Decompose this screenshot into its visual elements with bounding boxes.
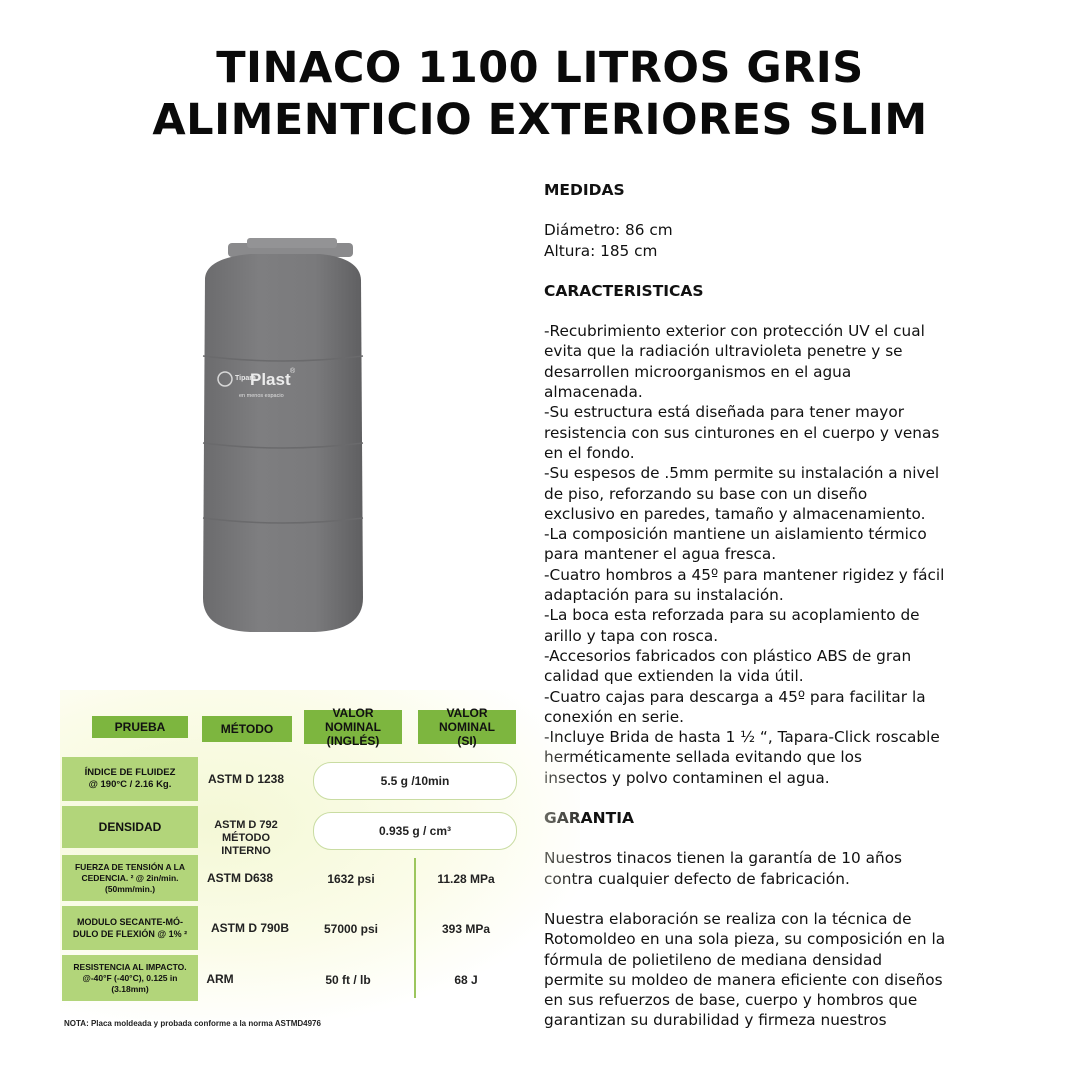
caracteristicas-line: evita que la radiación ultravioleta pene… — [544, 342, 903, 361]
altura-text: Altura: 185 cm — [544, 241, 658, 260]
title-line-1: TINACO 1100 LITROS GRIS — [216, 43, 864, 93]
row-label-fuerza-tension: FUERZA DE TENSIÓN A LA CEDENCIA. ² @ 2in… — [62, 855, 198, 901]
caracteristicas-line: resistencia con sus cinturones en el cue… — [544, 423, 940, 442]
row-value-en: 1632 psi — [327, 872, 375, 886]
caracteristicas-line: para mantener el agua fresca. — [544, 545, 777, 564]
row-label-line: MODULO SECANTE-MÓ- — [77, 917, 183, 927]
caracteristicas-line: de piso, reforzando su base con un diseñ… — [544, 484, 868, 503]
row-label-indice-fluidez: ÍNDICE DE FLUIDEZ @ 190°C / 2.16 Kg. — [62, 757, 198, 801]
garantia-line: Rotomoldeo en una sola pieza, su composi… — [544, 930, 946, 949]
row-label-line: ÍNDICE DE FLUIDEZ — [84, 767, 176, 778]
row-value-si: 393 MPa — [441, 922, 491, 936]
garantia-line: permite su moldeo de manera eficiente co… — [544, 970, 943, 989]
row-label-line: (3.18mm) — [111, 983, 149, 994]
header-ingles-line2: (INGLÉS) — [326, 734, 380, 748]
row-label-line: @ 190°C / 2.16 Kg. — [88, 779, 172, 790]
row-value-si: 11.28 MPa — [437, 872, 495, 886]
header-ingles-line1: VALOR NOMINAL — [325, 706, 381, 734]
caracteristicas-line: arillo y tapa con rosca. — [544, 626, 719, 645]
caracteristicas-line: -Cuatro cajas para descarga a 45º para f… — [544, 687, 926, 706]
header-si-line1: VALOR NOMINAL — [439, 706, 495, 734]
row-label-modulo-secante: MODULO SECANTE-MÓ- DULO DE FLEXIÓN @ 1% … — [62, 906, 198, 950]
row-label-line: DENSIDAD — [98, 820, 162, 834]
caracteristicas-line: en el fondo. — [544, 443, 635, 462]
tank-image: Tipara Plast ® en menos espacio — [202, 238, 364, 632]
header-prueba: PRUEBA — [92, 716, 188, 738]
row-label-line: @-40°F (-40°C), 0.125 in — [82, 972, 178, 983]
row-value-merged: 0.935 g / cm³ — [313, 812, 517, 850]
page-title: TINACO 1100 LITROS GRIS ALIMENTICIO EXTE… — [0, 42, 1080, 146]
garantia-line: en sus refuerzos de base, cuerpo y hombr… — [544, 991, 918, 1010]
row-method-line: ASTM D 792 — [214, 819, 278, 831]
garantia-line: Nuestros tinacos tienen la garantía de 1… — [544, 849, 903, 868]
logo-tagline: en menos espacio — [239, 393, 284, 399]
caracteristicas-line: -Su estructura está diseñada para tener … — [544, 403, 904, 422]
row-label-line: RESISTENCIA AL IMPACTO. — [73, 961, 187, 972]
caracteristicas-line: desarrollen microorganismos en el agua — [544, 362, 852, 381]
row-value-si: 68 J — [454, 973, 478, 987]
caracteristicas-line: -Su espesos de .5mm permite su instalaci… — [544, 464, 940, 483]
garantia-line: fórmula de polietileno de mediana densid… — [544, 950, 883, 969]
row-method: ASTM D 790B — [202, 922, 298, 935]
row-value-merged: 5.5 g /10min — [313, 762, 517, 800]
caracteristicas-line: -Incluye Brida de hasta 1 ½ “, Tapara-Cl… — [544, 728, 940, 747]
caracteristicas-heading: CARACTERISTICAS — [544, 281, 704, 300]
caracteristicas-line: -La boca esta reforzada para su acoplami… — [544, 606, 920, 625]
caracteristicas-list: -Recubrimiento exterior con protección U… — [544, 321, 1014, 788]
caracteristicas-line: almacenada. — [544, 383, 643, 402]
row-label-resistencia-impacto: RESISTENCIA AL IMPACTO. @-40°F (-40°C), … — [62, 955, 198, 1001]
row-method-line: ASTM D 790B — [210, 921, 290, 935]
row-method-line: ARM — [206, 972, 234, 986]
title-line-2: ALIMENTICIO EXTERIORES SLIM — [152, 95, 928, 145]
caracteristicas-line: exclusivo en paredes, tamaño y almacenam… — [544, 504, 926, 523]
garantia-line: Nuestra elaboración se realiza con la té… — [544, 909, 912, 928]
header-si-line2: (SI) — [457, 734, 477, 748]
logo-mark: ® — [290, 367, 296, 375]
diametro-text: Diámetro: 86 cm — [544, 221, 673, 240]
caracteristicas-line: -Accesorios fabricados con plástico ABS … — [544, 646, 912, 665]
row-label-line: DULO DE FLEXIÓN @ 1% ² — [72, 929, 188, 939]
row-value-en: 57000 psi — [323, 922, 379, 936]
row-method: ASTM D 1238 — [198, 773, 294, 786]
row-label-densidad: DENSIDAD — [62, 806, 198, 848]
caracteristicas-line: conexión en serie. — [544, 707, 684, 726]
row-method: ASTM D 792 MÉTODO INTERNO — [198, 819, 294, 858]
logo-brand-text: Plast — [250, 370, 291, 389]
garantia-heading: GARANTIA — [544, 809, 634, 828]
caracteristicas-line: -La composición mantiene un aislamiento … — [544, 525, 927, 544]
row-method: ASTM D638 — [192, 872, 288, 885]
garantia-line: contra cualquier defecto de fabricación. — [544, 869, 850, 888]
caracteristicas-line: herméticamente sellada evitando que los — [544, 748, 862, 767]
caracteristicas-line: -Cuatro hombros a 45º para mantener rigi… — [544, 565, 945, 584]
logo-drop-icon — [217, 371, 233, 387]
row-method-line: MÉTODO INTERNO — [221, 832, 271, 857]
caracteristicas-line: calidad que extienden la vida útil. — [544, 667, 804, 686]
caracteristicas-line: adaptación para su instalación. — [544, 586, 784, 605]
row-method-line: ASTM D 1238 — [207, 772, 285, 786]
product-description: MEDIDAS Diámetro: 86 cm Altura: 185 cm C… — [544, 180, 1014, 1031]
garantia-line: garantizan su durabilidad y firmeza nues… — [544, 1011, 887, 1030]
row-method: ARM — [172, 973, 268, 986]
row-method-line: ASTM D638 — [206, 871, 274, 885]
header-ingles: VALOR NOMINAL (INGLÉS) — [304, 706, 402, 748]
row-label-line: (50mm/min.) — [104, 883, 156, 894]
table-note: NOTA: Placa moldeada y probada conforme … — [64, 1019, 321, 1028]
column-divider — [414, 858, 416, 998]
medidas-heading: MEDIDAS — [544, 181, 625, 199]
logo-small-text: Tipara — [235, 375, 256, 382]
row-label-line: CEDENCIA. ² @ 2in/min. — [81, 872, 179, 883]
caracteristicas-line: -Recubrimiento exterior con protección U… — [544, 322, 925, 341]
row-label-line: FUERZA DE TENSIÓN A LA — [74, 861, 186, 872]
caracteristicas-line: insectos y polvo contaminen el agua. — [544, 768, 830, 787]
row-value-en: 50 ft / lb — [325, 973, 371, 987]
header-si: VALOR NOMINAL (SI) — [418, 706, 516, 748]
header-metodo: MÉTODO — [202, 716, 292, 742]
